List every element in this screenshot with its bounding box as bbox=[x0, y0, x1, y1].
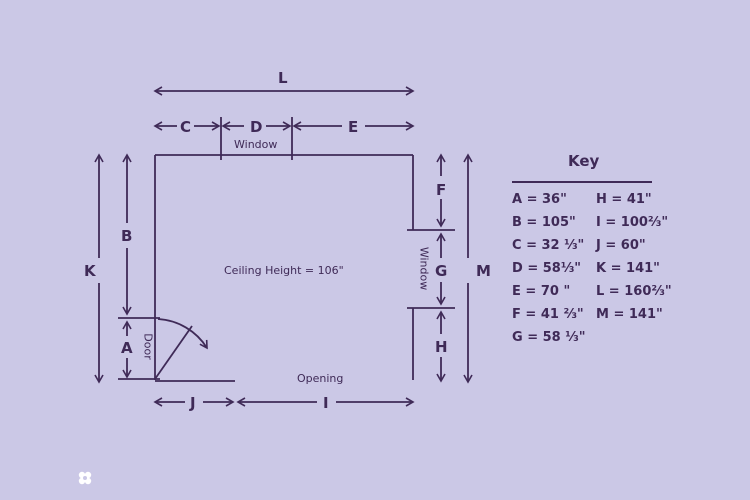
key-item: G = 58 ⅓" bbox=[512, 330, 586, 345]
label-B: B bbox=[121, 227, 133, 245]
flower-logo-icon bbox=[78, 471, 92, 485]
key-item: D = 58⅓" bbox=[512, 261, 582, 276]
label-E: E bbox=[348, 118, 359, 136]
door-label: Door bbox=[141, 333, 155, 360]
key-item: B = 105" bbox=[512, 215, 576, 230]
key-item: J = 60" bbox=[596, 238, 646, 253]
key-item: L = 160⅔" bbox=[596, 284, 672, 299]
ceiling-height-label: Ceiling Height = 106" bbox=[224, 264, 344, 277]
label-F: F bbox=[436, 181, 447, 199]
key-title: Key bbox=[568, 152, 600, 170]
label-C: C bbox=[180, 118, 192, 136]
key-divider bbox=[512, 181, 652, 183]
label-H: H bbox=[435, 338, 448, 356]
label-J: J bbox=[190, 394, 196, 412]
key-item: K = 141" bbox=[596, 261, 660, 276]
label-G: G bbox=[435, 262, 448, 280]
key-item: H = 41" bbox=[596, 192, 652, 207]
door-leaf bbox=[154, 325, 193, 380]
label-D: D bbox=[250, 118, 263, 136]
opening-label: Opening bbox=[297, 372, 344, 385]
label-I: I bbox=[323, 394, 329, 412]
label-M: M bbox=[476, 262, 491, 280]
key-item: E = 70 " bbox=[512, 284, 571, 299]
key-item: A = 36" bbox=[512, 192, 567, 207]
window-top-label: Window bbox=[234, 138, 278, 151]
key-item: I = 100⅔" bbox=[596, 215, 669, 230]
label-L: L bbox=[278, 69, 288, 87]
key-item: M = 141" bbox=[596, 307, 663, 322]
key-item: F = 41 ⅔" bbox=[512, 307, 584, 322]
label-A: A bbox=[121, 339, 133, 357]
key-item: C = 32 ⅓" bbox=[512, 238, 585, 253]
label-K: K bbox=[84, 262, 96, 280]
door-swing-arc bbox=[157, 318, 208, 350]
window-right-label: Window bbox=[417, 246, 431, 291]
